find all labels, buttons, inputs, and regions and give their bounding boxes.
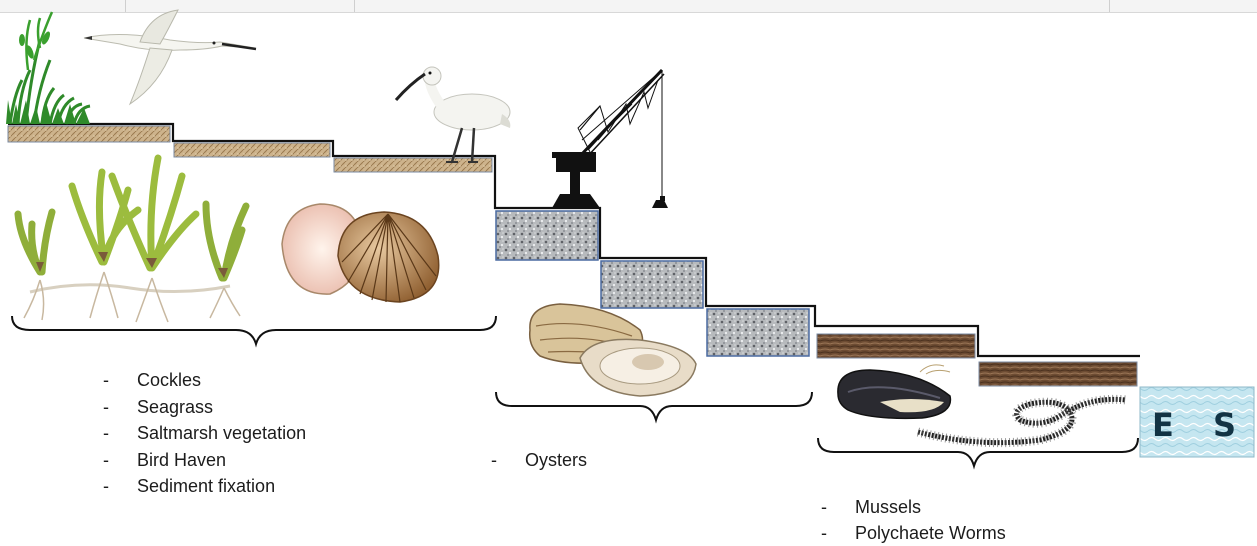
sediment-step-2 (174, 143, 330, 157)
esl-label: E S L (1152, 406, 1257, 444)
list-item: -Seagrass (103, 394, 306, 421)
upper-group-brace (12, 316, 496, 344)
seagrass-icon (18, 158, 246, 322)
crane-icon (552, 70, 668, 208)
list-item: -Saltmarsh vegetation (103, 420, 306, 447)
sediment-step-1 (8, 126, 170, 142)
middle-habitat-list: -Oysters (491, 447, 587, 474)
saltmarsh-grass-icon (6, 12, 90, 124)
cockle-shells-icon (282, 204, 439, 302)
lower-habitat-list: -Mussels -Polychaete Worms (821, 494, 1006, 546)
list-item: -Sediment fixation (103, 473, 306, 500)
flying-spoonbill-icon (84, 10, 256, 104)
middle-group-brace (496, 392, 812, 420)
list-item: -Oysters (491, 447, 587, 474)
list-item: -Cockles (103, 367, 306, 394)
list-item: -Mussels (821, 494, 1006, 520)
gravel-step-3 (707, 309, 809, 356)
mud-step-2 (979, 362, 1137, 386)
gravel-step-2 (601, 261, 703, 308)
oysters-icon (530, 304, 696, 396)
upper-habitat-list: -Cockles -Seagrass -Saltmarsh vegetation… (103, 367, 306, 500)
sediment-step-3 (334, 158, 492, 172)
list-item: -Bird Haven (103, 447, 306, 474)
mussel-icon (838, 365, 951, 418)
mud-step-1 (817, 334, 975, 358)
standing-spoonbill-icon (396, 67, 510, 162)
gravel-step-1 (496, 211, 598, 260)
list-item: -Polychaete Worms (821, 520, 1006, 546)
